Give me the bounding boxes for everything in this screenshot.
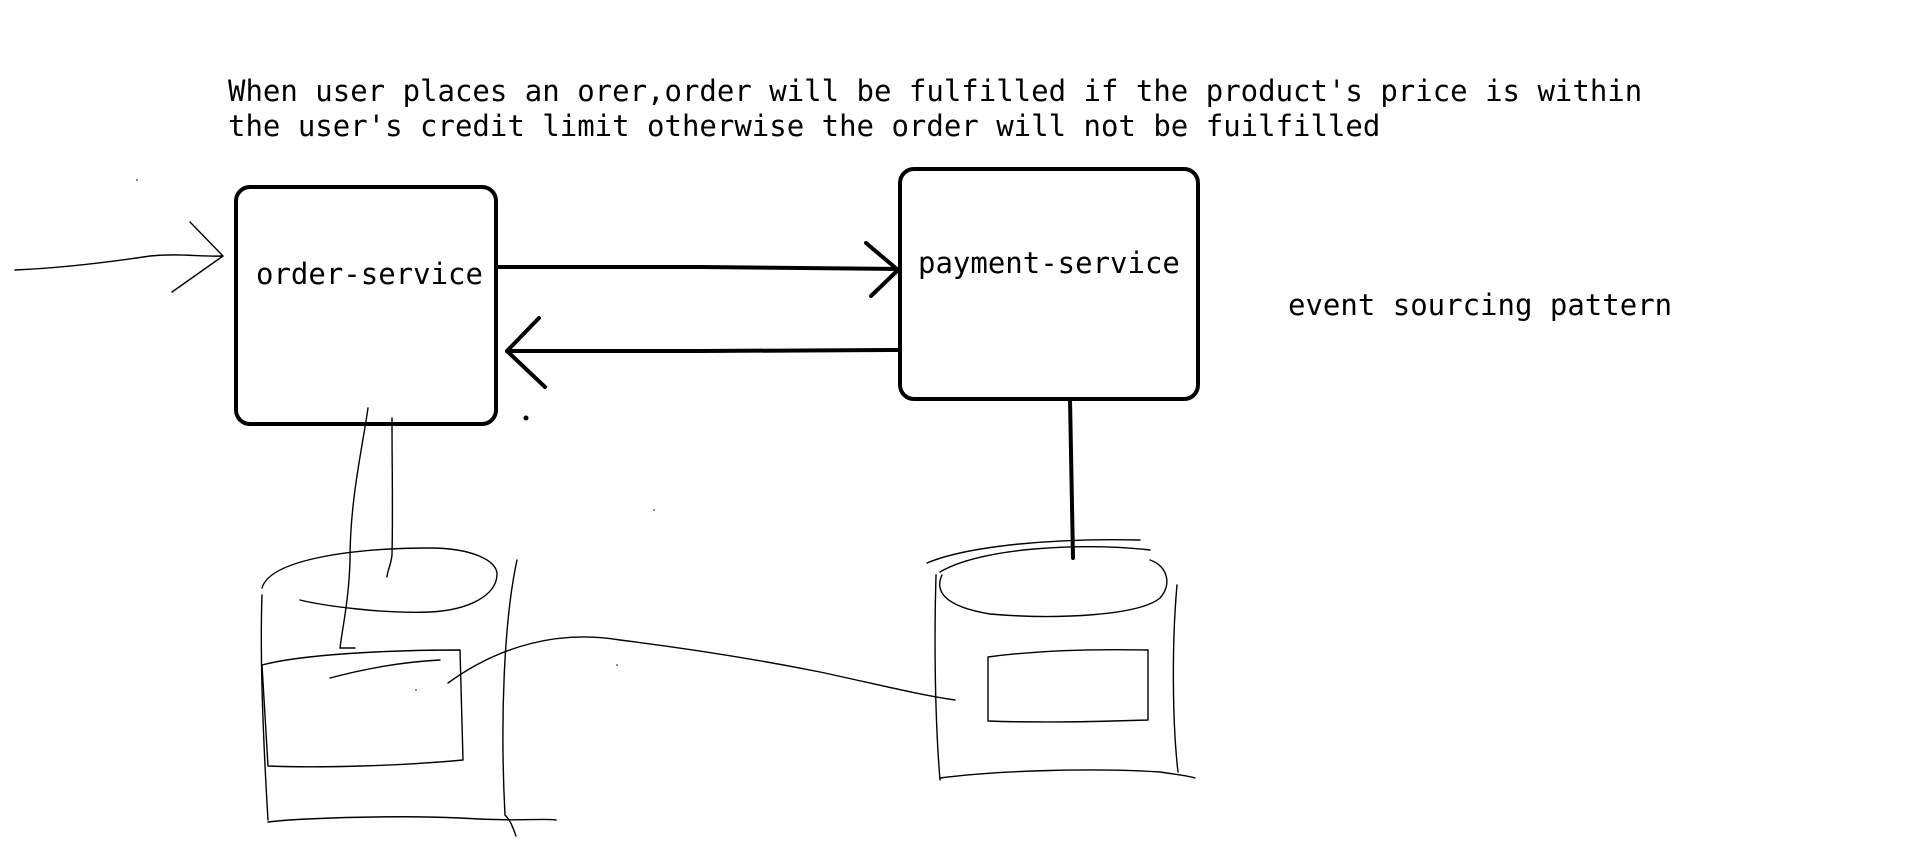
- stray-dot: [616, 664, 618, 666]
- stray-dot: [653, 509, 655, 511]
- description-line-1: When user places an orer,order will be f…: [228, 74, 1643, 108]
- order-database: [260, 547, 557, 837]
- stray-dot: [136, 179, 138, 181]
- stray-dot: [523, 415, 529, 421]
- description-line-2: the user's credit limit otherwise the or…: [228, 109, 1381, 143]
- order-service-box: [234, 185, 498, 426]
- incoming-request-arrow: [14, 221, 225, 293]
- side-note: event sourcing pattern: [1288, 288, 1673, 322]
- order-service-label: order-service: [256, 257, 483, 291]
- event-stream-link: [329, 636, 956, 701]
- order-service-db-links: [339, 407, 394, 649]
- order-to-payment-arrow: [494, 241, 900, 298]
- payment-database: [926, 538, 1196, 781]
- payment-service-box: [898, 167, 1200, 401]
- payment-service-label: payment-service: [918, 246, 1180, 280]
- stray-dot: [415, 689, 417, 691]
- payment-to-order-arrow: [505, 316, 901, 389]
- payment-service-db-link: [1068, 397, 1075, 560]
